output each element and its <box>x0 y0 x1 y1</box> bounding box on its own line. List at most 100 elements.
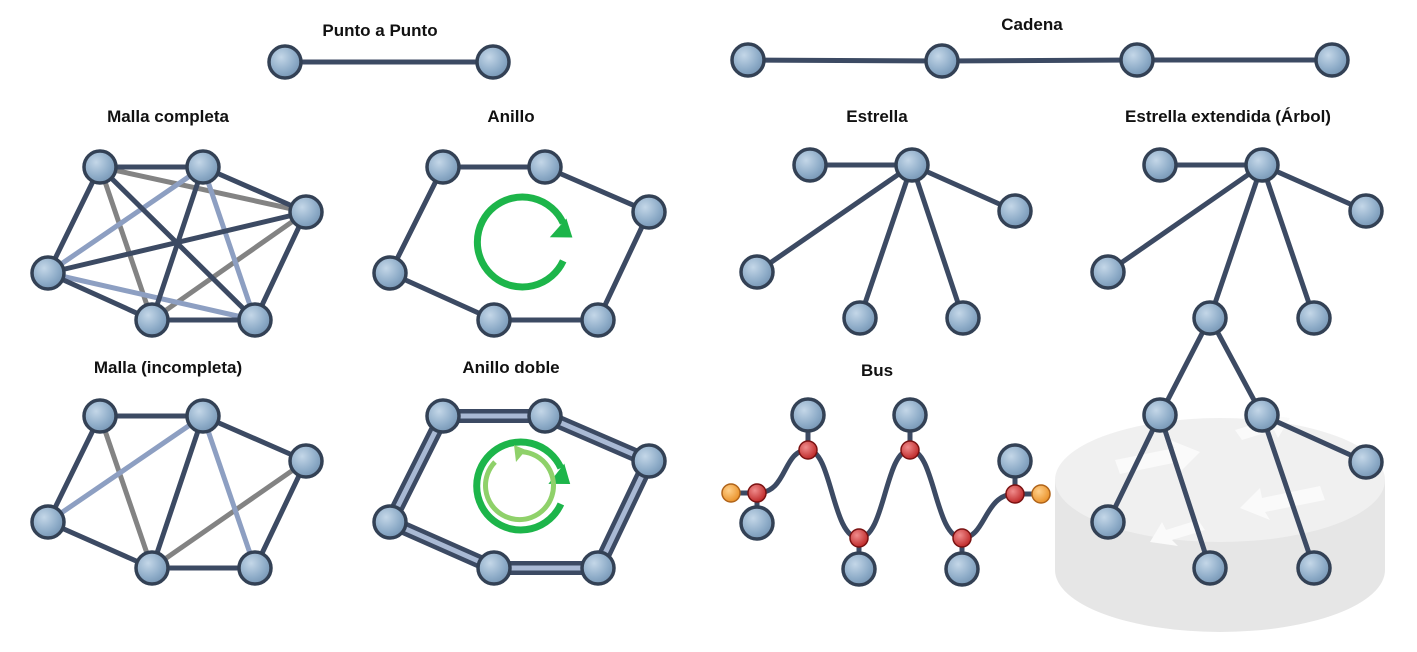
bus-tap <box>900 440 920 460</box>
bus-cable <box>731 447 1041 541</box>
link <box>755 162 914 275</box>
topology-punto-a-punto <box>267 44 511 80</box>
node <box>739 254 775 290</box>
node <box>997 193 1033 229</box>
bus-tap <box>849 528 869 548</box>
topology-malla-incompleta <box>30 398 324 586</box>
title-cadena: Cadena <box>1001 15 1063 34</box>
node <box>288 443 324 479</box>
link <box>857 164 915 319</box>
node <box>790 397 826 433</box>
node <box>580 550 616 586</box>
bus-tap <box>747 483 767 503</box>
node <box>475 44 511 80</box>
link <box>149 415 206 569</box>
link <box>1259 414 1317 569</box>
link <box>1157 414 1213 569</box>
link <box>97 415 155 569</box>
node <box>372 504 408 540</box>
node <box>894 147 930 183</box>
node <box>1296 300 1332 336</box>
topology-bus <box>721 397 1051 587</box>
node <box>30 504 66 540</box>
node <box>631 194 667 230</box>
bus-tap <box>798 440 818 460</box>
topology-estrella-extendida <box>1090 147 1384 586</box>
link <box>1207 164 1265 319</box>
link <box>1105 413 1163 524</box>
link <box>46 164 205 276</box>
node <box>1192 550 1228 586</box>
double-circular-arrow-icon <box>473 438 571 534</box>
node <box>30 255 66 291</box>
link <box>1259 164 1317 319</box>
node <box>944 551 980 587</box>
node <box>945 300 981 336</box>
title-bus: Bus <box>861 361 893 380</box>
title-estrella: Estrella <box>846 107 908 126</box>
link <box>99 164 307 215</box>
link <box>1260 162 1368 214</box>
link <box>387 164 652 323</box>
link <box>200 415 258 569</box>
node <box>372 255 408 291</box>
title-malla-incompleta: Malla (incompleta) <box>94 358 242 377</box>
link <box>150 458 308 571</box>
link <box>1260 412 1368 465</box>
node <box>185 149 221 185</box>
bus-terminator <box>721 483 741 503</box>
bus-tap <box>952 528 972 548</box>
node <box>1314 42 1350 78</box>
title-malla-completa: Malla completa <box>107 107 229 126</box>
node <box>892 397 928 433</box>
node <box>1348 444 1384 480</box>
node <box>580 302 616 338</box>
node <box>425 398 461 434</box>
node <box>476 550 512 586</box>
topology-estrella <box>739 147 1033 336</box>
node <box>1192 300 1228 336</box>
node <box>1090 254 1126 290</box>
node <box>1296 550 1332 586</box>
link <box>47 270 256 323</box>
title-anillo-doble: Anillo doble <box>462 358 559 377</box>
circular-arrow-icon <box>473 193 573 291</box>
node <box>237 550 273 586</box>
node <box>1348 193 1384 229</box>
node <box>730 42 766 78</box>
node <box>792 147 828 183</box>
node <box>1244 147 1280 183</box>
node <box>842 300 878 336</box>
link <box>1157 316 1213 417</box>
node <box>134 550 170 586</box>
node <box>1119 42 1155 78</box>
node <box>1142 147 1178 183</box>
node <box>185 398 221 434</box>
node <box>425 149 461 185</box>
bus-terminator <box>1031 484 1051 504</box>
link <box>909 164 966 319</box>
node <box>739 505 775 541</box>
node <box>527 398 563 434</box>
bus-tap <box>1005 484 1025 504</box>
link <box>200 166 258 321</box>
node <box>82 149 118 185</box>
title-punto-a-punto: Punto a Punto <box>322 21 437 40</box>
node <box>476 302 512 338</box>
link <box>910 162 1017 214</box>
node <box>82 398 118 434</box>
link <box>1207 316 1265 417</box>
node <box>237 302 273 338</box>
topology-cadena <box>730 42 1350 79</box>
topology-malla-completa <box>30 149 324 338</box>
node <box>997 443 1033 479</box>
title-estrella-extendida: Estrella extendida (Árbol) <box>1125 107 1331 126</box>
node <box>134 302 170 338</box>
node <box>527 149 563 185</box>
node <box>631 443 667 479</box>
link <box>1106 162 1264 275</box>
link <box>47 209 307 276</box>
link <box>46 413 205 525</box>
node <box>267 44 303 80</box>
